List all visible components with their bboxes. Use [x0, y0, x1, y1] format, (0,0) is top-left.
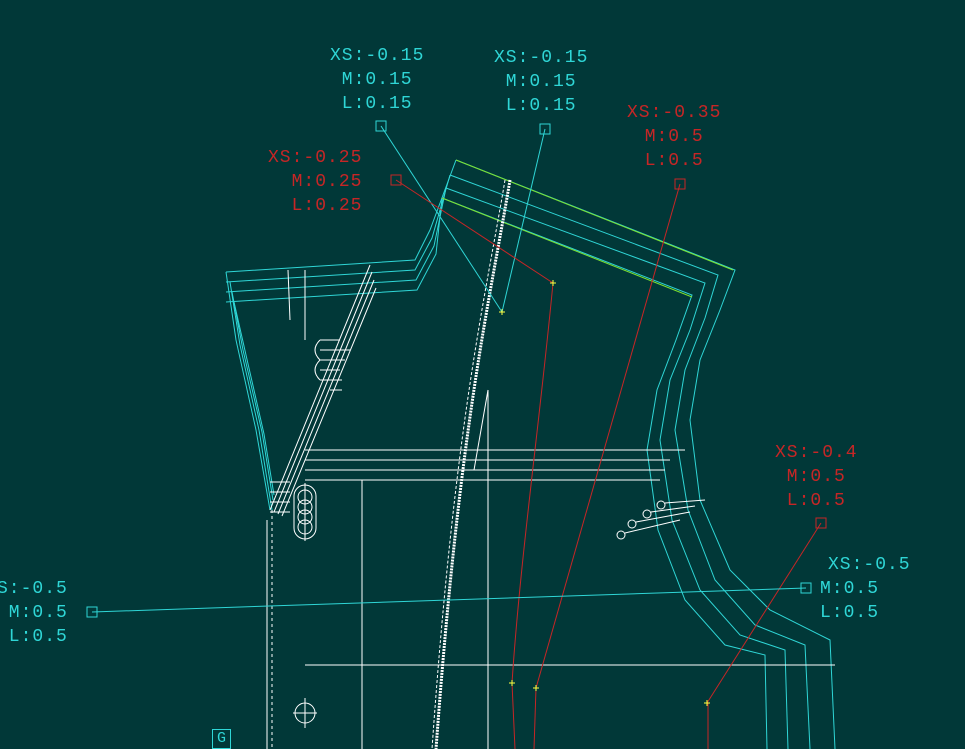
buttonhole-markers — [293, 339, 706, 728]
grade-box[interactable] — [674, 178, 686, 190]
l-value: L:0.5 — [786, 491, 846, 511]
internal-lines[interactable] — [266, 179, 835, 749]
grade-box[interactable] — [815, 517, 827, 529]
m-value: M:0.25 — [291, 172, 363, 192]
xs-value: XS:-0.5 — [828, 555, 911, 575]
m-value: M:0.5 — [820, 579, 880, 599]
l-value: L:0.5 — [644, 151, 704, 171]
grade-points — [499, 280, 710, 706]
grade-box[interactable] — [375, 120, 387, 132]
red-grade-lines — [511, 282, 709, 749]
l-value: L:0.5 — [820, 603, 880, 623]
grade-box[interactable] — [86, 606, 98, 618]
l-value: L:0.25 — [291, 196, 363, 216]
grade-box[interactable] — [539, 123, 551, 135]
xs-value: XS:-0.25 — [268, 148, 363, 168]
m-value: M:0.5 — [786, 467, 846, 487]
grade-box[interactable] — [800, 582, 812, 594]
grain-marker[interactable]: G — [212, 729, 231, 749]
m-value: M:0.5 — [8, 603, 68, 623]
grade-box[interactable] — [390, 174, 402, 186]
xs-value: S:-0.5 — [0, 579, 68, 599]
m-value: M:0.5 — [644, 127, 704, 147]
m-value: M:0.15 — [341, 70, 413, 90]
xs-value: XS:-0.15 — [330, 46, 425, 66]
xs-value: XS:-0.4 — [775, 443, 858, 463]
leader-lines — [91, 125, 822, 704]
l-value: L:0.5 — [8, 627, 68, 647]
xs-value: XS:-0.35 — [627, 103, 722, 123]
collar-outlines[interactable] — [225, 159, 836, 749]
l-value: L:0.15 — [505, 96, 577, 116]
xs-value: XS:-0.15 — [494, 48, 589, 68]
m-value: M:0.15 — [505, 72, 577, 92]
grade-point-boxes[interactable] — [86, 120, 827, 618]
l-value: L:0.15 — [341, 94, 413, 114]
shoulder-lines-green — [441, 159, 734, 298]
